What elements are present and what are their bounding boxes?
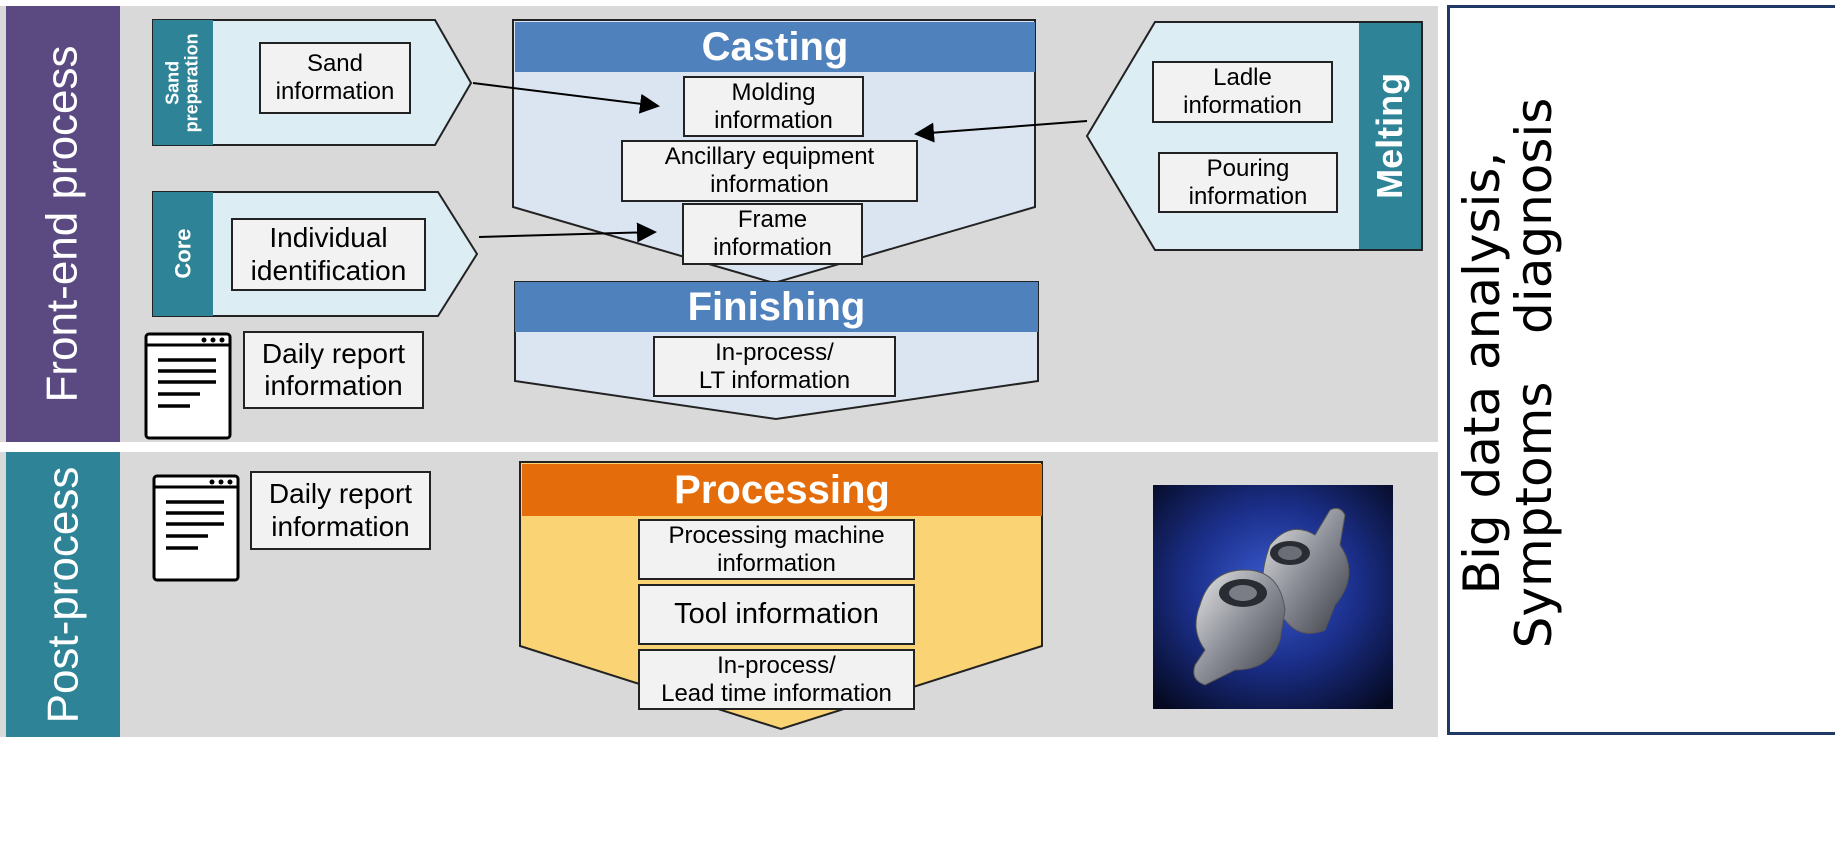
arrow-sand-to-molding — [472, 82, 660, 114]
frame-information-box: Frame information — [682, 203, 863, 265]
in-process-lt-box: In-process/ LT information — [653, 336, 896, 397]
sand-information-box: Sand information — [259, 42, 411, 114]
core-tag-bg — [153, 192, 213, 316]
individual-identification-box: Individual identification — [231, 218, 426, 291]
arrow-melting-to-ancillary — [914, 120, 1088, 143]
processing-title: Processing — [674, 467, 890, 512]
molding-information-box: Molding information — [683, 76, 864, 137]
casting-title: Casting — [701, 24, 849, 69]
document-icon — [144, 332, 232, 440]
daily-report-post-box: Daily report information — [250, 471, 431, 550]
front-end-label-bar: Front-end process — [6, 6, 120, 442]
processing-machine-box: Processing machine information — [638, 519, 915, 580]
ladle-information-box: Ladle information — [1152, 61, 1333, 123]
core-tag: Core — [170, 228, 196, 280]
sand-preparation-tag: Sand preparation — [163, 32, 202, 133]
analysis-panel: Big data analysis, Symptoms diagnosis — [1447, 5, 1835, 735]
lead-time-box: In-process/ Lead time information — [638, 649, 915, 710]
daily-report-front-box: Daily report information — [243, 331, 424, 409]
ancillary-equipment-box: Ancillary equipment information — [621, 140, 918, 202]
sand-tag-bg — [153, 20, 213, 145]
document-icon-post — [152, 474, 240, 582]
melting-tag: Melting — [1369, 73, 1411, 199]
cast-parts-photo — [1153, 485, 1393, 709]
melting-tag-bg — [1359, 23, 1421, 249]
arrow-core-to-frame — [478, 222, 657, 243]
tool-information-box: Tool information — [638, 584, 915, 645]
finishing-header-bg — [515, 282, 1038, 332]
processing-header-bg — [522, 464, 1042, 516]
casting-header-bg — [515, 22, 1035, 72]
pouring-information-box: Pouring information — [1158, 152, 1338, 213]
post-process-label-bar: Post-process — [6, 452, 120, 737]
finishing-title: Finishing — [687, 284, 866, 329]
